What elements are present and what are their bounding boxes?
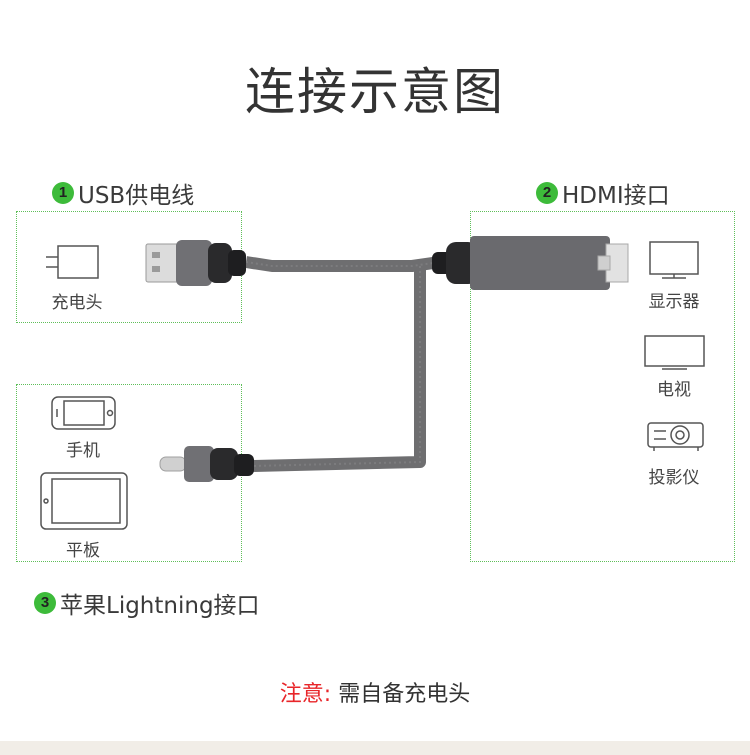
cable-lines: [245, 256, 441, 472]
tablet-label: 平板: [66, 541, 100, 561]
charger-icon: [46, 245, 99, 279]
bottom-band: [0, 741, 750, 755]
section-label-hdmi: 2 HDMI接口: [536, 176, 670, 210]
display-device-box: [470, 211, 735, 562]
lightning-connector: [159, 446, 254, 482]
phone-label: 手机: [66, 441, 100, 461]
tv-label: 电视: [657, 380, 691, 400]
tv-icon: [644, 335, 705, 370]
note-text: 需自备充电头: [331, 682, 471, 707]
section-text: HDMI接口: [562, 183, 670, 209]
section-text: 苹果Lightning接口: [60, 593, 260, 619]
tablet-icon: [40, 472, 128, 530]
projector-label: 投影仪: [648, 468, 700, 488]
number-badge: 1: [52, 182, 74, 204]
warning-label: 注意:: [279, 682, 332, 707]
section-label-lightning: 3 苹果Lightning接口: [34, 586, 260, 620]
projector-icon: [647, 422, 704, 451]
charger-label: 充电头: [51, 293, 103, 313]
footer-note: 注意: 需自备充电头: [0, 676, 750, 708]
section-text: USB供电线: [78, 183, 195, 209]
phone-icon: [51, 396, 116, 430]
hdmi-connector: [432, 236, 629, 290]
number-badge: 3: [34, 592, 56, 614]
page-title: 连接示意图: [245, 63, 505, 121]
section-label-usb: 1 USB供电线: [52, 176, 194, 210]
usb-connector: [145, 240, 246, 286]
number-badge: 2: [536, 182, 558, 204]
monitor-icon: [649, 241, 699, 279]
monitor-label: 显示器: [648, 292, 700, 312]
